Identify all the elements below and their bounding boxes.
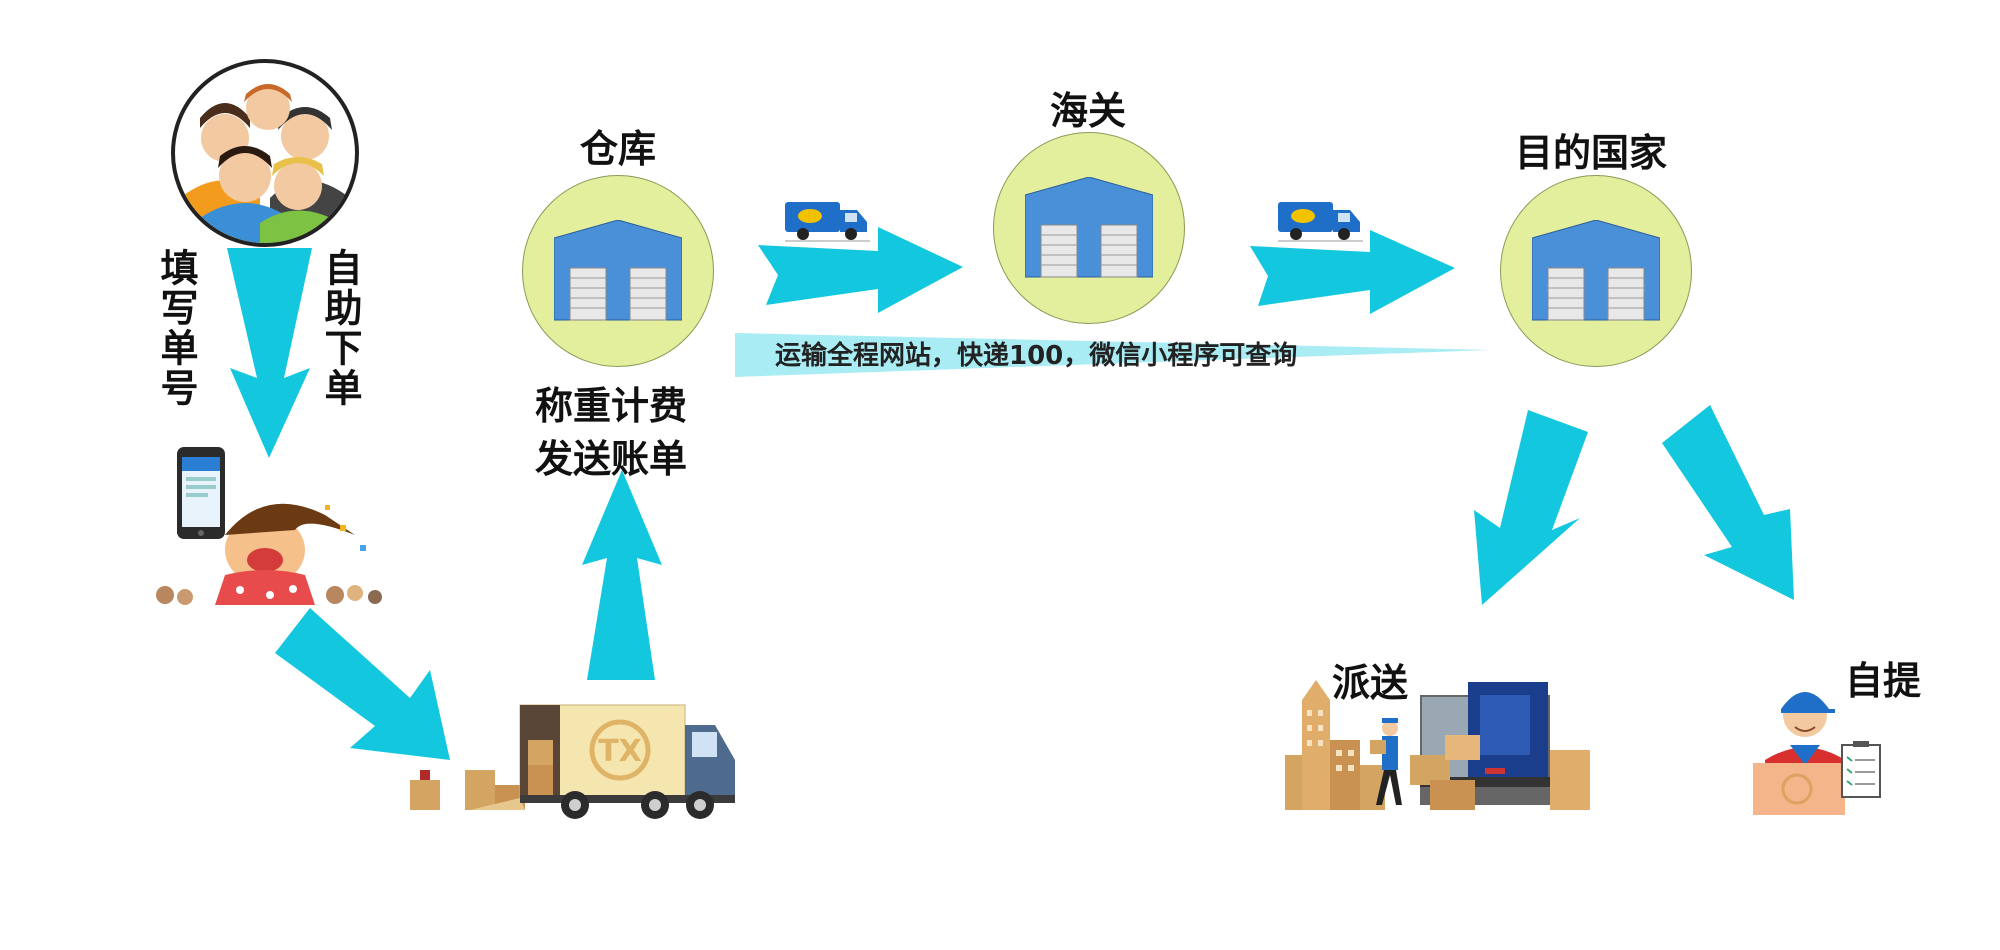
- fill-order-label: 填写单号: [154, 248, 198, 408]
- van-icon: [785, 202, 870, 242]
- arrow-up-to-warehouse: [582, 470, 662, 680]
- truck-logo: TX: [598, 734, 642, 769]
- phone-order-icon: [156, 447, 382, 605]
- delivery-title: 派送: [1332, 661, 1409, 705]
- arrow-to-pickup: [1662, 405, 1794, 600]
- pickup-title: 自提: [1845, 659, 1922, 703]
- arrow-to-delivery: [1474, 410, 1588, 605]
- arrow-to-truck: [275, 608, 450, 760]
- tracking-banner: [735, 333, 1490, 377]
- truck-icon: TX: [410, 704, 735, 819]
- arrow-to-customs: [758, 227, 963, 313]
- city-delivery-icon: [1285, 680, 1590, 810]
- arrow-down-to-phone: [227, 248, 312, 458]
- warehouse-icon: [1025, 177, 1153, 278]
- arrow-to-destination: [1250, 230, 1455, 314]
- weigh-billing-text: 称重计费: [535, 384, 688, 428]
- self-order-label: 自助下单: [318, 248, 362, 408]
- customs-circle: [993, 132, 1185, 324]
- warehouse-icon: [1532, 220, 1660, 321]
- courier-icon: [1753, 692, 1881, 815]
- destination-title: 目的国家: [1515, 131, 1668, 175]
- warehouse-circle: [522, 175, 714, 367]
- warehouse-icon: [554, 220, 682, 321]
- send-bill-text: 发送账单: [535, 437, 688, 481]
- people-group-icon: [171, 59, 359, 247]
- warehouse-title: 仓库: [580, 127, 657, 171]
- customs-title: 海关: [1050, 89, 1127, 133]
- van-icon: [1278, 202, 1363, 242]
- tracking-banner-text: 运输全程网站，快递100，微信小程序可查询: [775, 341, 1298, 371]
- destination-circle: [1500, 175, 1692, 367]
